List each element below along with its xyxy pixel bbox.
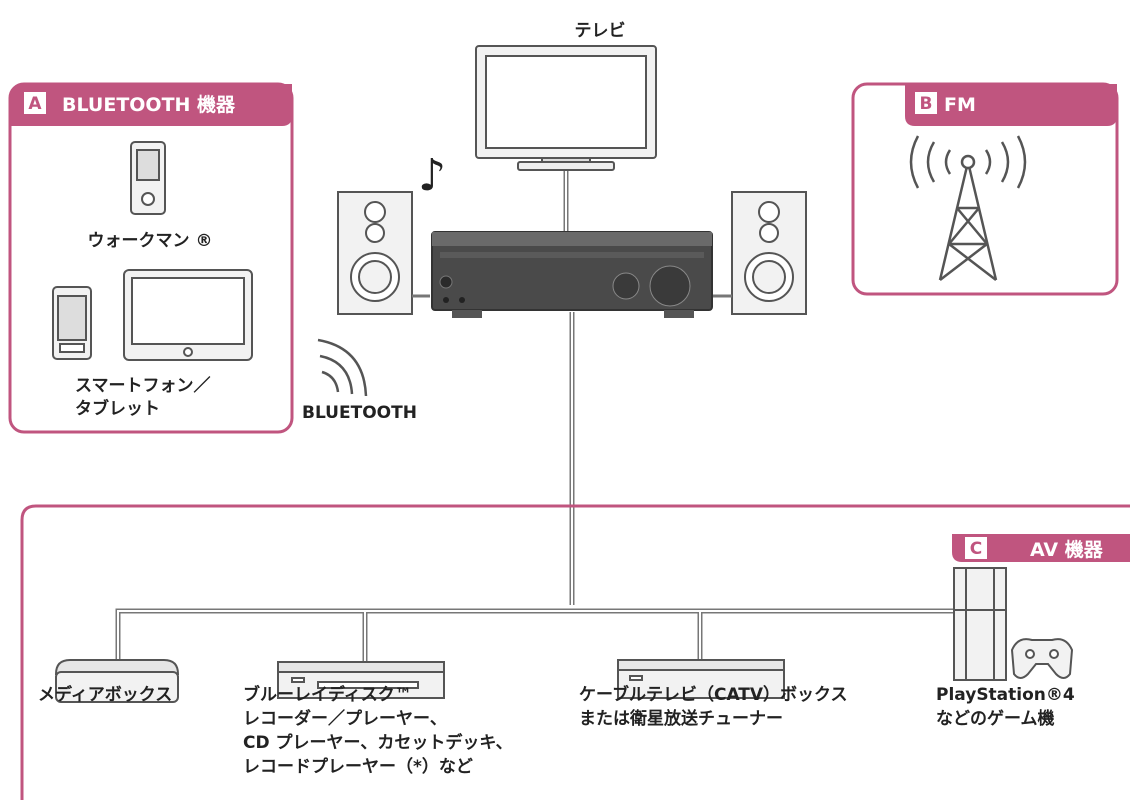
ps4-icon [953, 567, 1007, 681]
bluray-label-line2: レコーダー／プレーヤー、 [243, 708, 447, 729]
box-bluetooth-devices: A BLUETOOTH 機器 ウォークマン ® スマートフォン／ タブレット [8, 82, 294, 434]
badge-b [915, 92, 937, 114]
tablet-icon [123, 269, 253, 361]
box-a-title: BLUETOOTH 機器 [62, 93, 236, 116]
smartphone-icon [52, 286, 92, 360]
media-box-label: メディアボックス [38, 684, 172, 705]
box-c-title: AV 機器 [1030, 538, 1104, 561]
badge-c-letter: C [970, 539, 982, 559]
bluray-label-line1: ブルーレイディスク™ [243, 684, 412, 705]
walkman-label: ウォークマン ® [88, 231, 213, 251]
box-av-devices: C AV 機器 [20, 504, 1130, 800]
speaker-icon [337, 191, 413, 315]
walkman-icon [130, 141, 166, 215]
smartphone-label-line2: タブレット [75, 398, 160, 419]
badge-a-letter: A [28, 94, 42, 114]
receiver-icon [431, 231, 713, 318]
badge-b-letter: B [920, 94, 933, 114]
tv-label: テレビ [575, 21, 626, 41]
catv-box-icon [617, 659, 785, 699]
bluray-label-line3: CD プレーヤー、カセットデッキ、 [243, 732, 513, 753]
badge-c [965, 537, 987, 559]
box-b-title: FM [944, 94, 976, 116]
fm-tower-icon [909, 135, 1027, 281]
media-box-icon [54, 659, 180, 703]
tv-icon [475, 45, 657, 171]
catv-label-line2: または衛星放送チューナー [579, 708, 783, 729]
bluray-player-icon [277, 661, 445, 699]
ps4-label-line1: PlayStation®4 [936, 685, 1075, 705]
speaker-icon [731, 191, 807, 315]
bluetooth-waves-icon [317, 338, 368, 397]
controller-icon [1010, 638, 1074, 679]
bluetooth-label: BLUETOOTH [302, 403, 417, 423]
bluray-label-line4: レコードプレーヤー（*）など [243, 756, 473, 777]
smartphone-label-line1: スマートフォン／ [75, 375, 211, 396]
box-fm: B FM [851, 82, 1119, 296]
ps4-label-line2: などのゲーム機 [936, 708, 1055, 729]
badge-a [24, 92, 46, 114]
music-note-icon: ♪ [418, 150, 446, 201]
catv-label-line1: ケーブルテレビ（CATV）ボックス [579, 684, 848, 705]
